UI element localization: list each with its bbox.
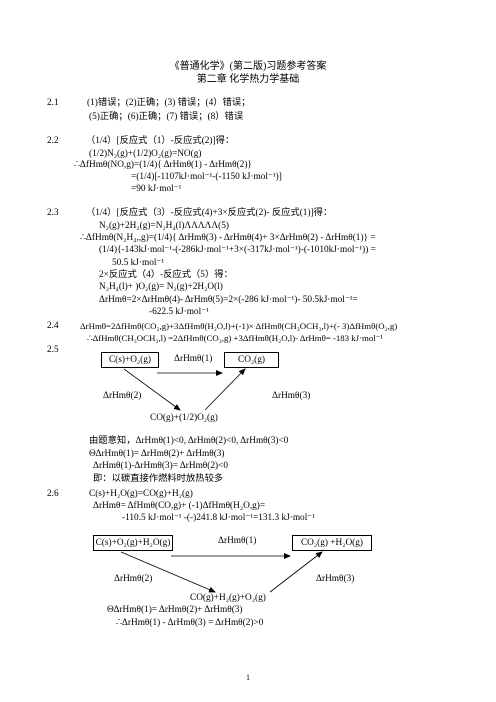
equation-line: (1/2)N₂(g)+(1/2)O₂(g)=NO(g) <box>89 149 202 159</box>
equation-line: ΔrHmθ= ΔfHmθ(CO,g)+ (-1)ΔfHmθ(H₂O,g)= <box>93 501 266 511</box>
final-state-label: CO₂(g) +H₂O(g) <box>300 537 364 548</box>
equation-line: N₂(g)+2H₂(g)=N₂H₄(l)ΛΛΛΛΛ(5) <box>99 221 229 231</box>
enthalpy-label-3: ΔrHmθ(3) <box>272 391 311 401</box>
intermediate-state-label: CO(g)+H₂(g)+O₂(g) <box>190 593 266 603</box>
initial-state-box: C(s)+O₂(g)+H₂O(g) <box>93 535 173 551</box>
final-state-box: CO₂(g) <box>224 352 279 368</box>
equation-line: (1/4){-143kJ·mol⁻¹-(-286kJ·mol⁻¹+3×(-317… <box>99 245 376 255</box>
equation-line: ∴ΔrHmθ(1) - ΔrHmθ(3) = ΔrHmθ(2)>0 <box>116 618 264 628</box>
problem-number-2-1: 2.1 <box>47 98 59 108</box>
final-state-label: CO₂(g) <box>238 354 265 365</box>
arrow-step-3 <box>269 551 323 593</box>
equation-line: ΔrHmθ=2ΔfHmθ(CO₂,g)+3ΔfHmθ(H₂O,l)+(-1)× … <box>80 321 398 331</box>
enthalpy-label-1: ΔrHmθ(1) <box>174 354 213 364</box>
answer-line: 即：以碳直接作燃料时放热较多 <box>93 474 224 484</box>
equation-line: =90 kJ·mol⁻¹ <box>131 184 182 194</box>
problem-number-2-3: 2.3 <box>47 208 59 218</box>
enthalpy-label-3: ΔrHmθ(3) <box>316 574 355 584</box>
equation-line: N₂H₄(l)+ )O₂(g)= N₂(g)+2H₂O(l) <box>99 282 223 292</box>
equation-line: ΘΔrHmθ(1)= ΔrHmθ(2)+ ΔrHmθ(3) <box>89 449 225 459</box>
doc-title: 《普通化学》(第二版)习题参考答案 <box>169 61 327 72</box>
enthalpy-label-2: ΔrHmθ(2) <box>114 574 153 584</box>
problem-number-2-2: 2.2 <box>47 136 59 146</box>
intermediate-state-label: CO(g)+(1/2)O₂(g) <box>150 413 218 423</box>
initial-state-label: C(s)+O₂(g) <box>108 354 152 365</box>
equation-line: =(1/4)[-1107kJ·mol⁻¹-(-1150 kJ·mol⁻¹)] <box>131 172 282 182</box>
arrow-step-3 <box>204 368 246 411</box>
equation-line: 50.5 kJ·mol⁻¹ <box>112 258 165 268</box>
final-state-box: CO₂(g) +H₂O(g) <box>292 535 372 551</box>
equation-line: ΘΔrHmθ(1)= ΔrHmθ(2)+ ΔrHmθ(3) <box>107 605 243 615</box>
equation-line: ∴ΔfHmθ(CH₃OCH₃,l) =2ΔfHmθ(CO₂,g) +3ΔfHmθ… <box>87 333 383 343</box>
arrow-step-2 <box>123 368 181 411</box>
answer-line: 由题意知，ΔrHmθ(1)<0, ΔrHmθ(2)<0, ΔrHmθ(3)<0 <box>89 436 289 446</box>
answer-line: （1/4）[反应式（3）-反应式(4)+3×反应式(2)- 反应式(1)]得： <box>86 208 333 218</box>
equation-line: ∴ΔfHmθ(NO,g)=(1/4){ ΔrHmθ(1) - ΔrHmθ(2)} <box>74 160 252 170</box>
answer-line: 2×反应式（4）-反应式（5）得： <box>99 270 233 280</box>
chapter-title: 第二章 化学热力学基础 <box>196 74 300 85</box>
answer-line: (1)错误；(2)正确；(3) 错误；(4）错误； <box>87 98 251 108</box>
page-number: 1 <box>246 673 250 682</box>
enthalpy-label-1: ΔrHmθ(1) <box>218 536 257 546</box>
initial-state-box: C(s)+O₂(g) <box>101 352 159 368</box>
initial-state-label: C(s)+O₂(g)+H₂O(g) <box>95 537 171 548</box>
problem-number-2-4: 2.4 <box>47 321 59 331</box>
equation-line: -622.5 kJ·mol⁻¹ <box>149 307 209 317</box>
equation-line: ΔrHmθ(1)-ΔrHmθ(3)= ΔrHmθ(2)<0 <box>93 461 228 471</box>
equation-line: ΔrHmθ=2×ΔrHmθ(4)- ΔrHmθ(5)=2×(-286 kJ·mo… <box>99 295 358 305</box>
equation-line: C(s)+H₂O(g)=CO(g)+H₂(g) <box>89 489 193 499</box>
answer-line: （1/4）[反应式（1）-反应式(2)]得： <box>86 136 235 146</box>
equation-line: -110.5 kJ·mol⁻¹ -(-)241.8 kJ·mol⁻¹=131.3… <box>122 513 315 523</box>
problem-number-2-6: 2.6 <box>47 489 59 499</box>
arrow-step-2 <box>120 551 216 593</box>
enthalpy-label-2: ΔrHmθ(2) <box>103 391 142 401</box>
answer-line: (5)正确；(6)正确；(7) 错误；(8）错误 <box>89 112 244 122</box>
equation-line: ∴ΔfHmθ(N₂H₄,,g)=(1/4){ ΔrHmθ(3) - ΔrHmθ(… <box>80 233 376 243</box>
problem-number-2-5: 2.5 <box>47 345 59 355</box>
